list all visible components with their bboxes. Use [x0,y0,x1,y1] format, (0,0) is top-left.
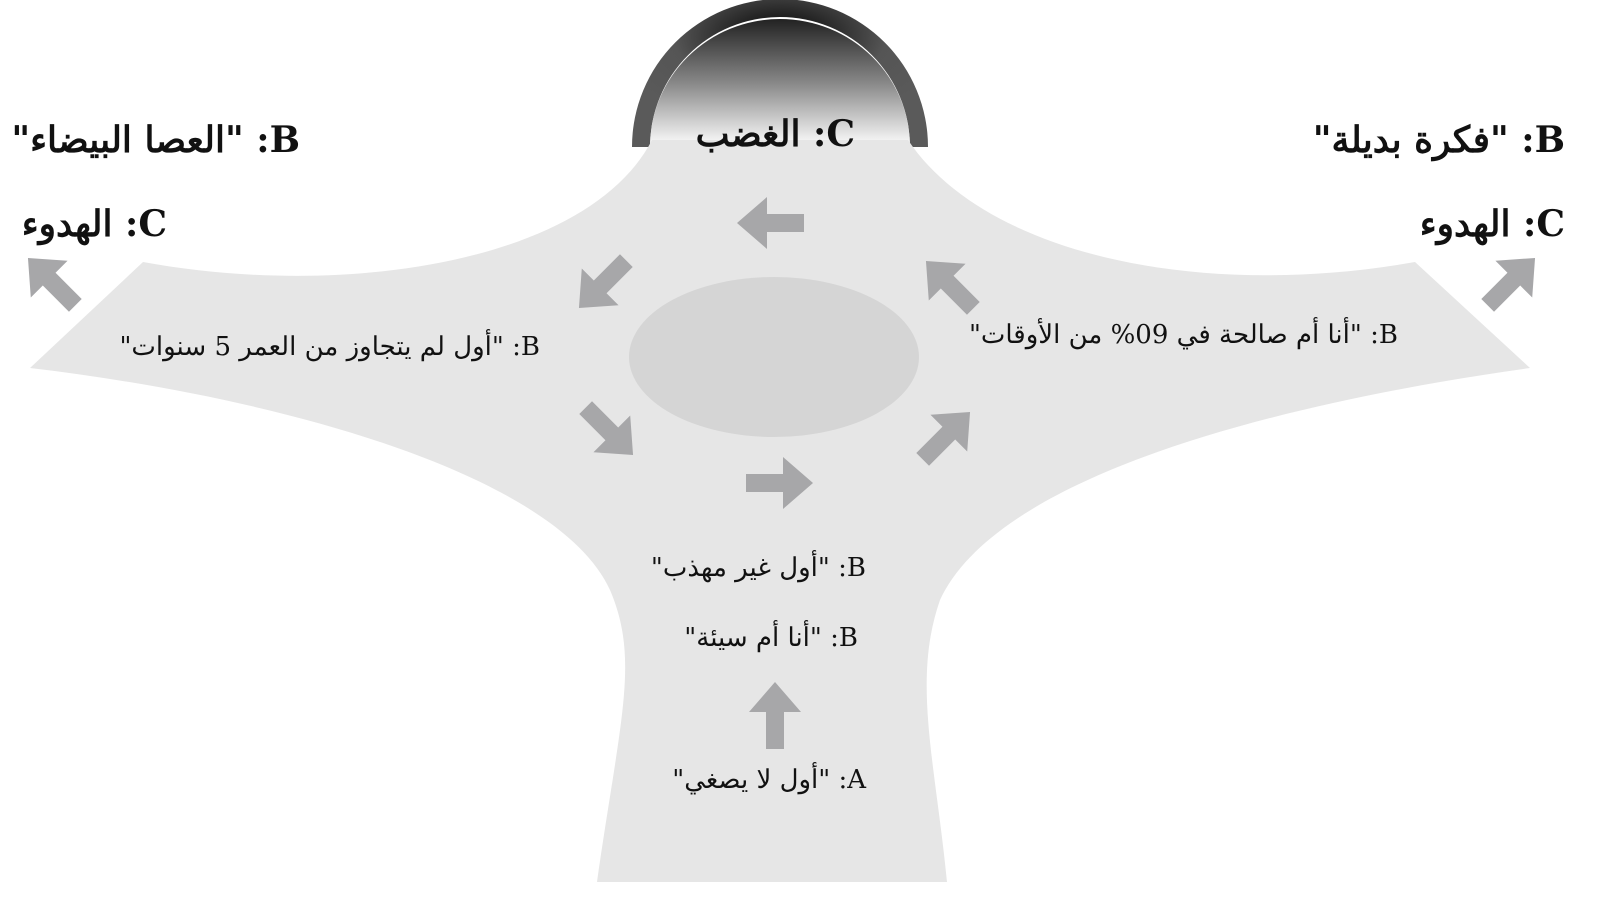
top-arc [632,0,928,147]
label-top-right-b: B: "فكرة بديلة" [1312,119,1565,161]
process-shape [30,140,1530,882]
label-center-b1: B: "أول غير مهذب" [650,553,866,583]
center-ellipse [629,277,919,437]
label-top-left-c: C: الهدوء [21,203,167,245]
arc-inner-shadow [650,19,910,147]
label-top-right-c: C: الهدوء [1419,203,1565,245]
label-top-center-c: C: الغضب [695,113,855,155]
label-center-b2: B: "أنا أم سيئة" [684,623,858,653]
label-bottom-a: A: "أول لا يصغي" [672,765,866,795]
arrow-up-left-outer-icon [9,239,94,324]
arrow-up-right-outer-icon [1469,239,1554,324]
label-right-arm-b: B: "أنا أم صالحة في 09% من الأوقات" [968,320,1398,350]
label-top-left-b: B: "العصا البيضاء" [11,119,300,161]
label-left-arm-b: B: "أول لم يتجاوز من العمر 5 سنوات" [119,332,540,362]
